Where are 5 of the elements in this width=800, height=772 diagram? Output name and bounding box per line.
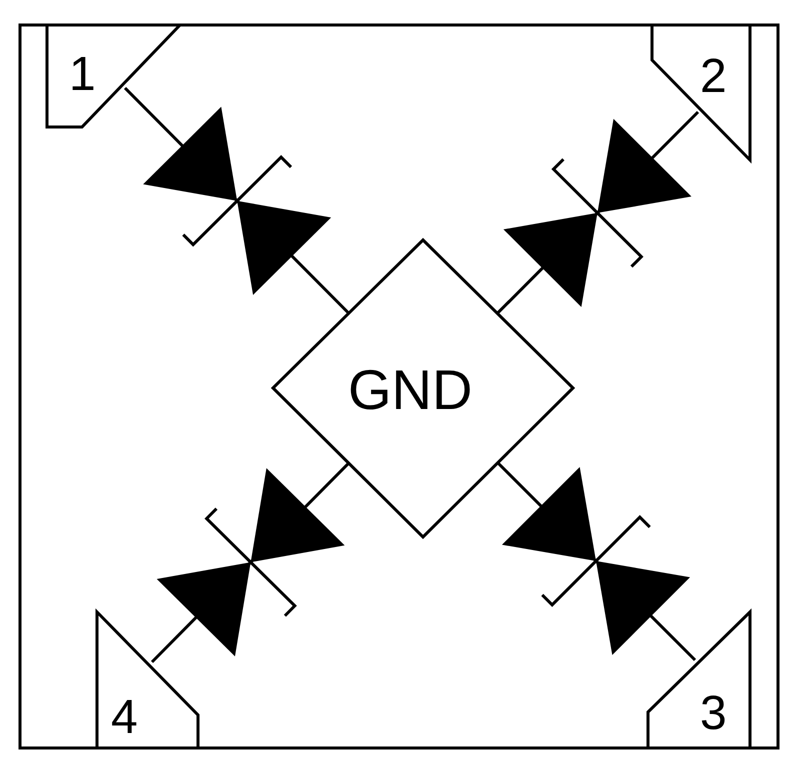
- pin-number: 4: [111, 694, 138, 742]
- pin-number: 3: [700, 690, 727, 738]
- pin-number: 2: [700, 53, 727, 101]
- pin-number: 1: [69, 51, 96, 99]
- ground-label: GND: [348, 362, 472, 418]
